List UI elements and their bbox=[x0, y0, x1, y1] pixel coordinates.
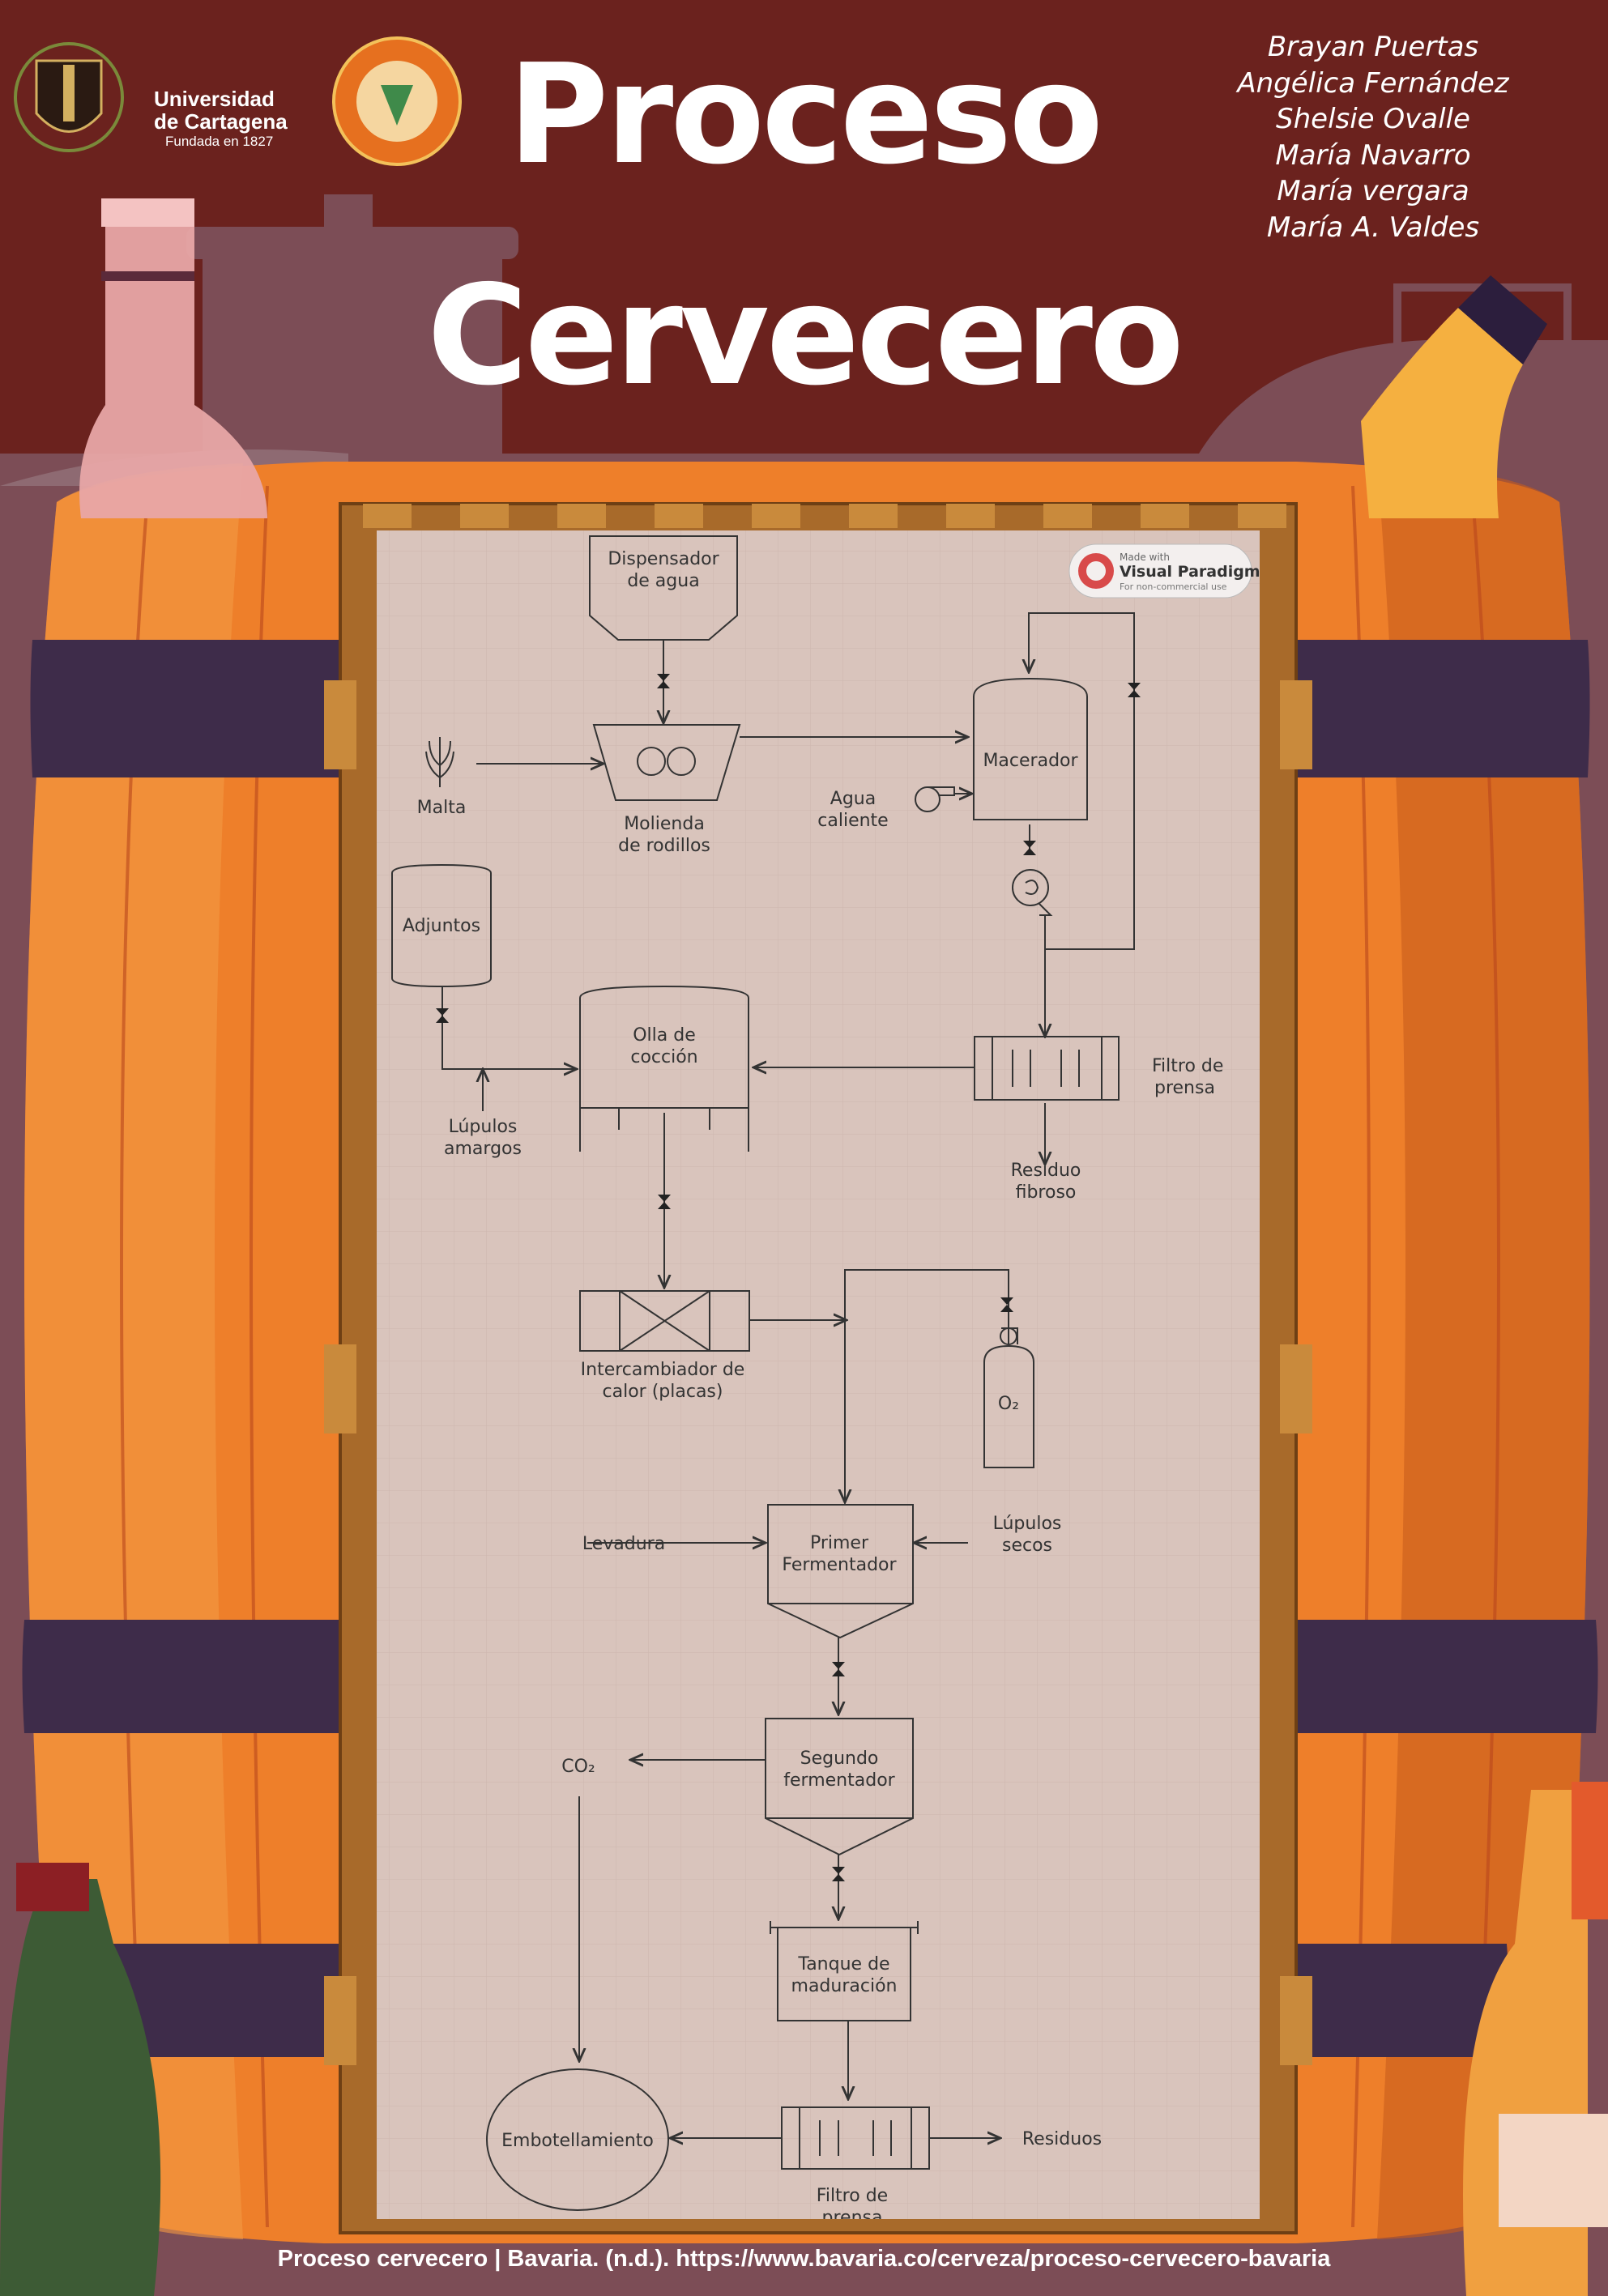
malt-label: Malta bbox=[417, 798, 467, 818]
watermark-line3: For non-commercial use bbox=[1120, 581, 1227, 592]
author: Angélica Fernández bbox=[1237, 66, 1509, 100]
oxygen-label: O₂ bbox=[998, 1394, 1019, 1414]
author: Brayan Puertas bbox=[1267, 31, 1479, 63]
author: María Navarro bbox=[1275, 138, 1471, 172]
title-line1: Proceso bbox=[507, 35, 1103, 195]
author: Shelsie Ovalle bbox=[1276, 103, 1470, 135]
valve-icon bbox=[1128, 683, 1141, 697]
watermark-line2: Visual Paradigm bbox=[1120, 563, 1260, 581]
bottling-label: Embotellamiento bbox=[501, 2131, 654, 2151]
pump-icon bbox=[1012, 869, 1053, 916]
mash-tun: Macerador bbox=[973, 677, 1088, 820]
valve-icon bbox=[832, 1867, 845, 1881]
malt-source: Malta bbox=[417, 737, 467, 818]
valves bbox=[436, 674, 1141, 1881]
university-name: Universidad de Cartagena Fundada en 1827 bbox=[154, 87, 288, 151]
valve-icon bbox=[1023, 841, 1036, 855]
university-name-line2: de Cartagena bbox=[154, 109, 288, 134]
university-name-line1: Universidad bbox=[154, 87, 275, 111]
valve-icon bbox=[436, 1008, 449, 1023]
university-founded: Fundada en 1827 bbox=[165, 134, 274, 149]
citation-footer: Proceso cervecero | Bavaria. (n.d.). htt… bbox=[277, 2246, 1331, 2272]
valve-icon bbox=[832, 1662, 845, 1676]
oxygen-cylinder: O₂ bbox=[983, 1327, 1034, 1468]
bottling: Embotellamiento bbox=[486, 2068, 669, 2211]
valve-icon bbox=[1000, 1297, 1013, 1312]
yeast-label: Levadura bbox=[582, 1534, 665, 1554]
adjuncts-tank: Adjuntos bbox=[391, 863, 492, 988]
wheat-icon bbox=[425, 737, 454, 787]
adjuncts-label: Adjuntos bbox=[403, 916, 480, 936]
author: María vergara bbox=[1277, 175, 1469, 207]
waste-label: Residuos bbox=[1022, 2129, 1102, 2149]
mash-tun-label: Macerador bbox=[983, 751, 1078, 771]
pump-icon bbox=[915, 786, 955, 812]
valve-icon bbox=[658, 1195, 671, 1209]
process-flow-diagram: Made with Visual Paradigm For non-commer… bbox=[377, 530, 1260, 2219]
co2-label: CO₂ bbox=[561, 1757, 595, 1777]
authors-list: Brayan Puertas Angélica Fernández Shelsi… bbox=[1211, 29, 1535, 245]
watermark-line1: Made with bbox=[1120, 552, 1170, 563]
visual-paradigm-watermark: Made with Visual Paradigm For non-commer… bbox=[1068, 543, 1260, 598]
valve-icon bbox=[657, 674, 670, 688]
title-line2: Cervecero bbox=[427, 256, 1184, 416]
author: María A. Valdes bbox=[1266, 211, 1480, 244]
